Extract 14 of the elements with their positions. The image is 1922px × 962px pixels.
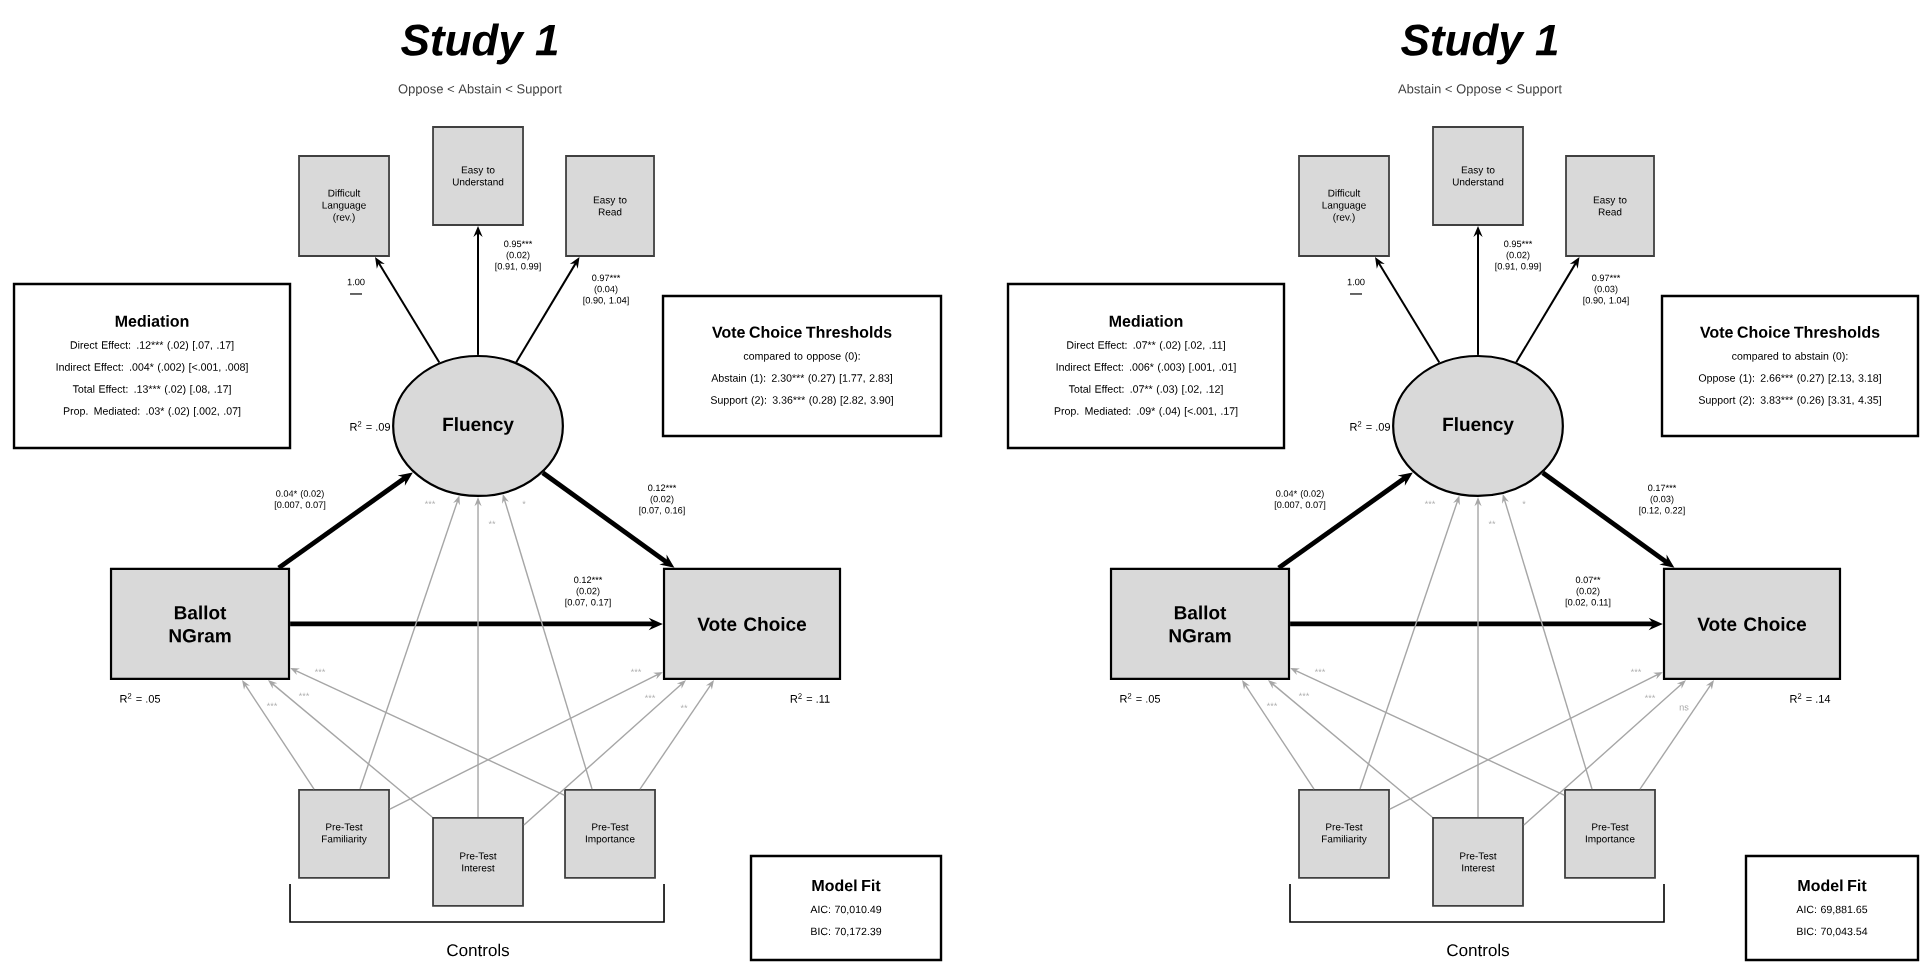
arrow — [268, 680, 433, 818]
arrow — [1268, 680, 1433, 818]
panel-title: Study 1 — [401, 23, 558, 65]
variable-box: Vote Choice — [1662, 567, 1842, 681]
arrow — [639, 680, 714, 790]
group-label: Controls — [447, 943, 510, 957]
variable-box: Ballot NGram — [109, 567, 291, 681]
variable-box: Ballot NGram — [1109, 567, 1291, 681]
arrow — [523, 680, 686, 826]
group-label: Controls — [1447, 943, 1509, 957]
variable-box: Vote Choice — [662, 567, 842, 681]
arrow — [1523, 680, 1686, 826]
arrow — [1639, 680, 1714, 790]
panel-title: Study 1 — [1401, 23, 1558, 65]
